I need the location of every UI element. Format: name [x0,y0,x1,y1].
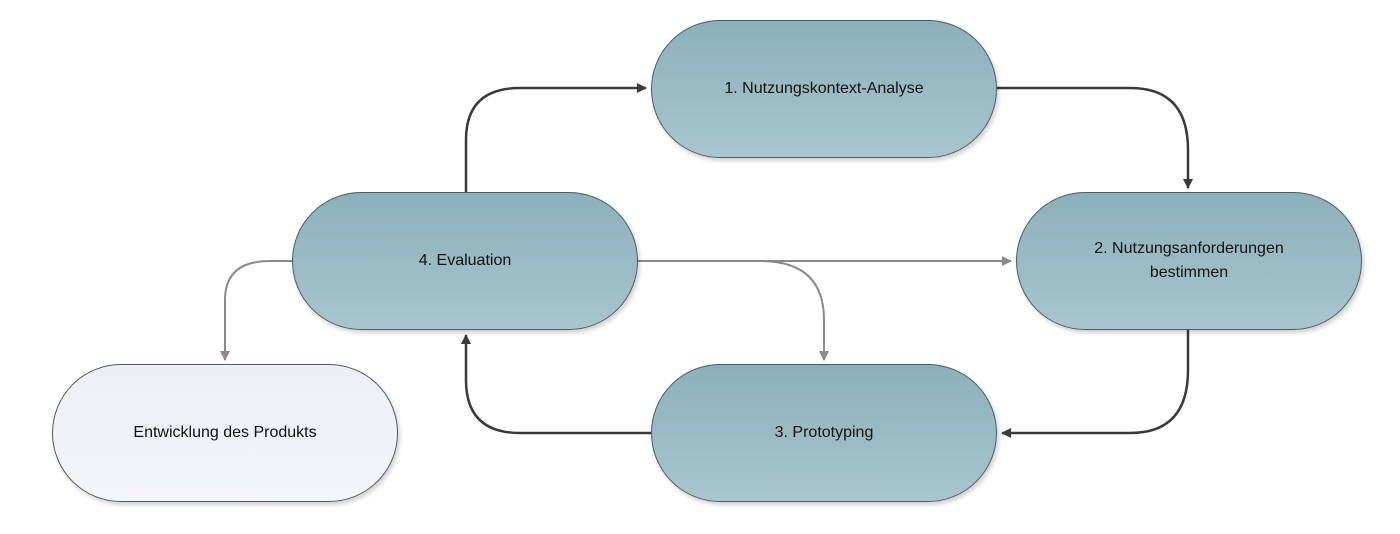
arrow-analysis-to-requirements [997,86,1193,189]
node-evaluation: 4. Evaluation [292,192,638,330]
arrow-evaluation-to-prototyping [638,260,829,361]
node-nutzungskontext-analyse: 1. Nutzungskontext-Analyse [651,20,997,158]
arrow-evaluation-to-analysis [464,83,647,192]
arrow-requirements-to-prototyping [1001,330,1190,438]
node-label: 3. Prototyping [774,424,874,441]
node-label: Entwicklung des Produkts [133,424,317,441]
node-nutzungsanforderungen-bestimmen: 2. Nutzungsanforderungen bestimmen [1016,192,1362,330]
node-prototyping: 3. Prototyping [651,364,997,502]
node-entwicklung-des-produkts: Entwicklung des Produkts [52,364,398,502]
arrow-prototyping-to-evaluation [461,334,651,435]
node-label-line-1: 2. Nutzungsanforderungen [1094,240,1284,257]
node-label-line-2: bestimmen [1149,264,1229,281]
node-label: 4. Evaluation [418,252,512,269]
arrow-evaluation-to-development [220,260,292,361]
node-label: 1. Nutzungskontext-Analyse [724,80,924,97]
